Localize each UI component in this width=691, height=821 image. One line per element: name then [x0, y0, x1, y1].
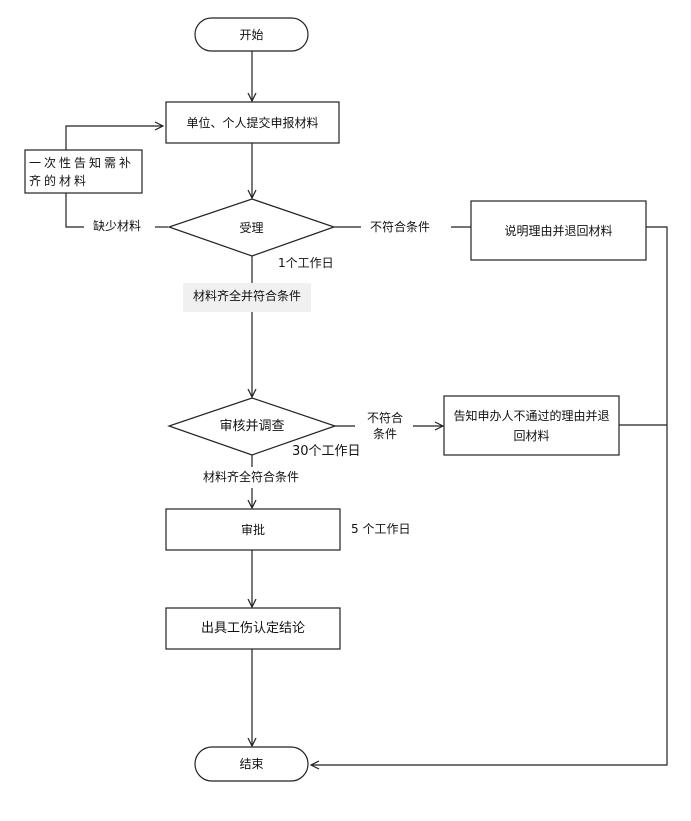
submit-label: 单位、个人提交申报材料: [186, 115, 319, 130]
approve-days-label: 5 个工作日: [351, 522, 411, 536]
accept-days-label: 1个工作日: [278, 256, 334, 270]
end-terminator[interactable]: [194, 746, 309, 782]
complete-qualified-label-1: 材料齐全并符合条件: [183, 283, 312, 312]
explain-return-label: 说明理由并退回材料: [504, 223, 613, 238]
approve-label: 审批: [240, 522, 265, 537]
not-qualified-label-2: 不符合条件: [366, 411, 403, 441]
issue-box[interactable]: [165, 607, 341, 650]
notify-supplement-box[interactable]: [24, 149, 143, 194]
complete-qualified-label-2: 材料齐全符合条件: [203, 470, 300, 484]
notify-fail-box[interactable]: [443, 395, 620, 456]
end-label: 结束: [239, 757, 264, 771]
edge-accept-missing-left: [65, 193, 84, 228]
not-qualified-label-1: 不符合条件: [370, 220, 431, 234]
notify-supplement-label: 一次性告知需补齐的材料: [29, 155, 135, 188]
accept-label: 受理: [239, 220, 264, 235]
explain-return-box[interactable]: [470, 200, 647, 261]
notify-fail-label: 告知申办人不通过的理由并退回材料: [453, 408, 610, 443]
edge-explain-rail: [311, 226, 668, 765]
approve-box[interactable]: [165, 508, 341, 551]
missing-materials-label: 缺少材料: [93, 219, 142, 233]
review-days-label: 30个工作日: [292, 444, 361, 459]
start-label: 开始: [239, 27, 264, 42]
submit-box[interactable]: [165, 101, 340, 144]
review-label: 审核并调查: [219, 418, 285, 434]
issue-label: 出具工伤认定结论: [200, 620, 305, 636]
edge-supplement-submit: [65, 126, 163, 150]
